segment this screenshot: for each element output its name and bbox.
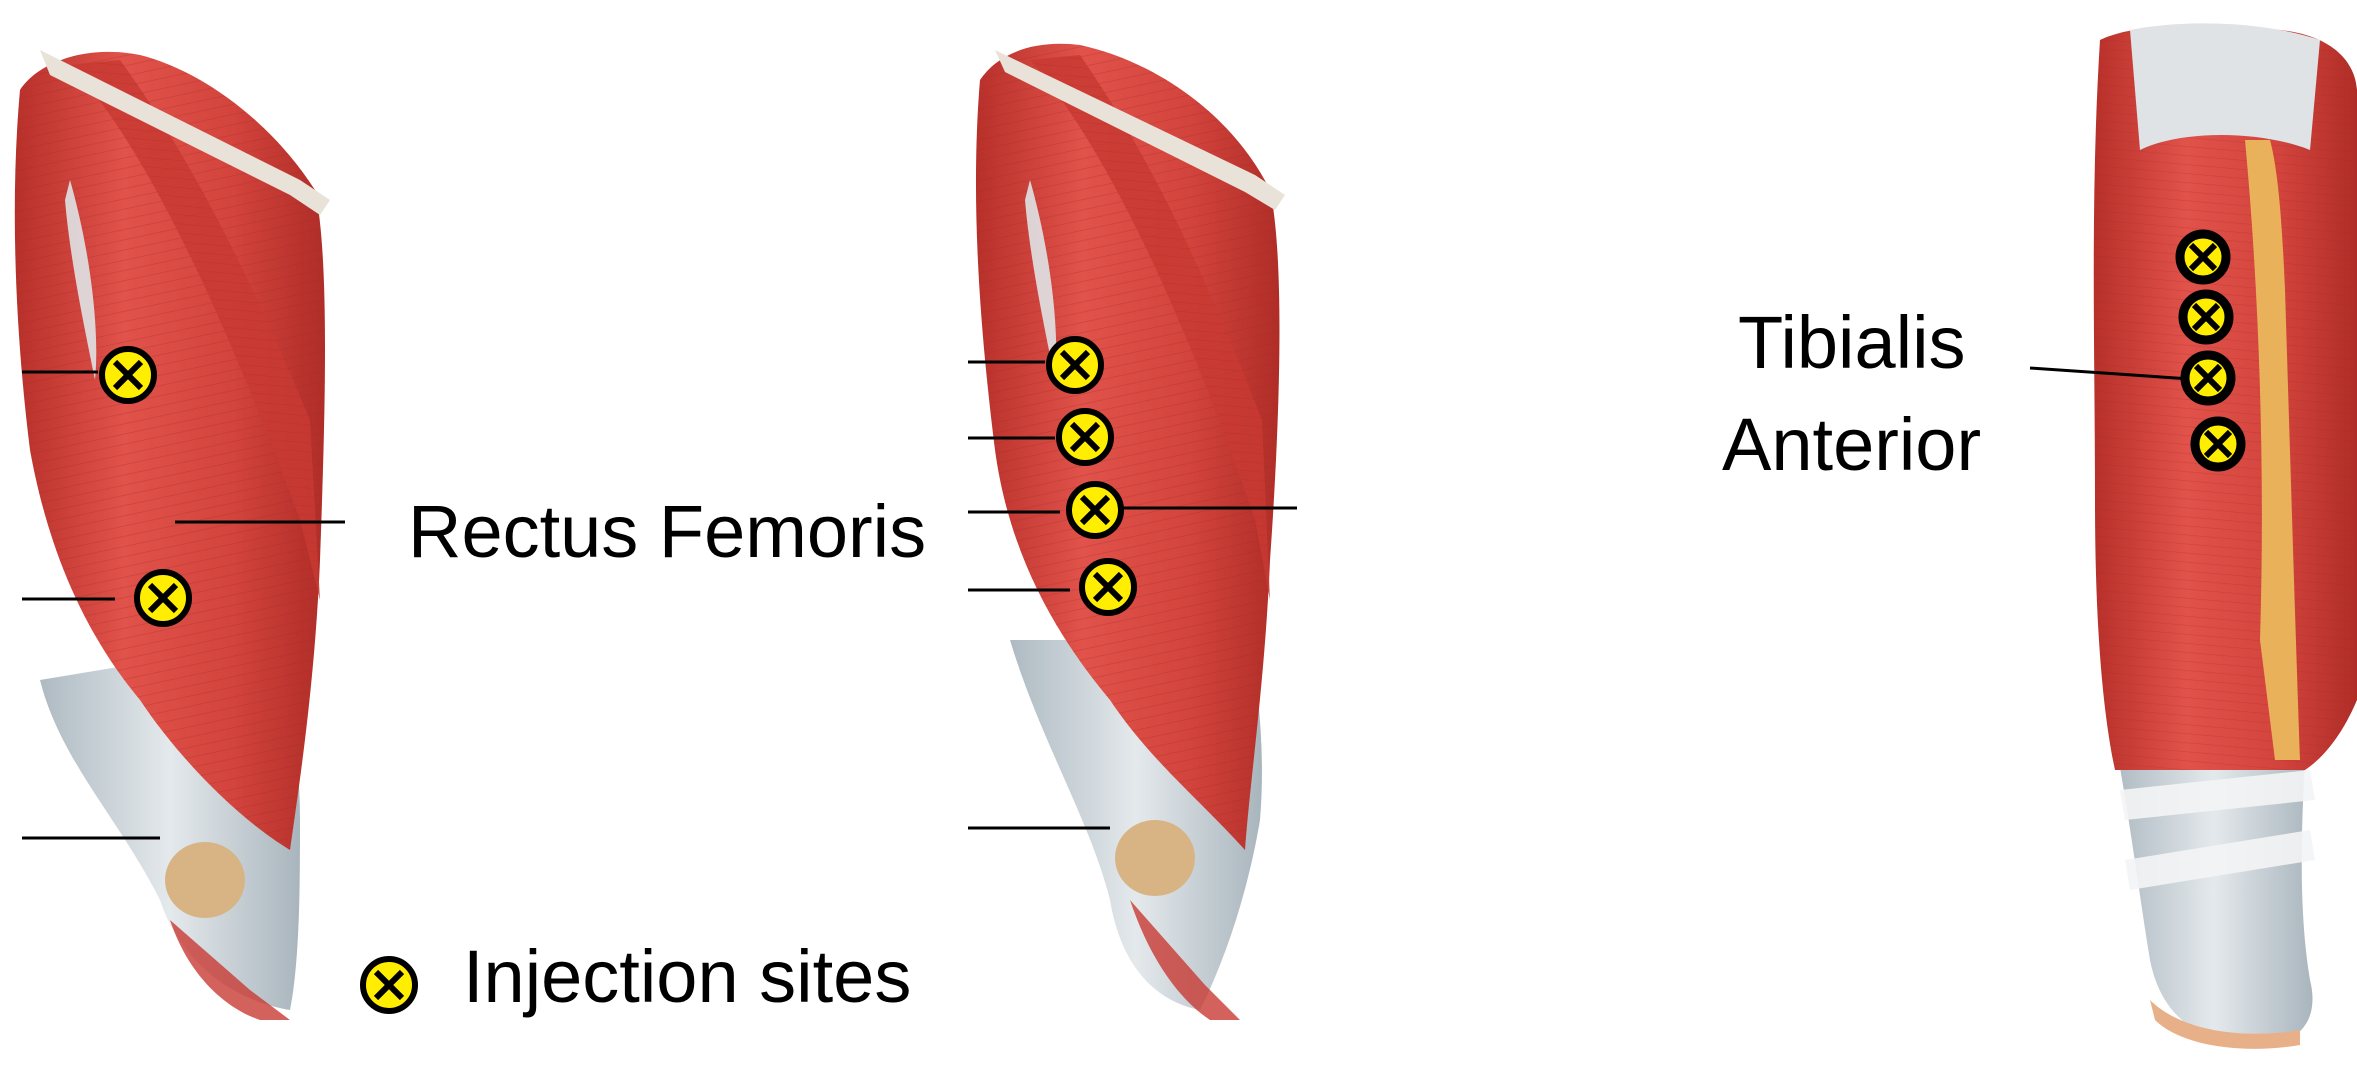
- lower-leg-illustration: [2030, 23, 2357, 1048]
- left-thigh-illustration: [15, 50, 345, 1020]
- tibialis-anterior-label-line2: Anterior: [1722, 408, 1981, 482]
- middle-thigh-illustration: [968, 44, 1297, 1020]
- injection-site-marker-icon: [2195, 421, 2241, 467]
- legend-label: Injection sites: [463, 940, 911, 1014]
- injection-site-marker-icon: [1082, 561, 1134, 613]
- legend-injection-site-icon: [363, 959, 415, 1011]
- injection-site-marker-icon: [1049, 339, 1101, 391]
- injection-site-marker-icon: [137, 572, 189, 624]
- tibialis-anterior-label-line1: Tibialis: [1738, 306, 1966, 380]
- injection-site-marker-icon: [1069, 484, 1121, 536]
- rectus-femoris-label: Rectus Femoris: [408, 495, 926, 569]
- injection-site-marker-icon: [102, 349, 154, 401]
- injection-site-marker-icon: [2185, 355, 2231, 401]
- injection-site-marker-icon: [2183, 294, 2229, 340]
- injection-site-marker-icon: [2180, 234, 2226, 280]
- injection-site-marker-icon: [1059, 411, 1111, 463]
